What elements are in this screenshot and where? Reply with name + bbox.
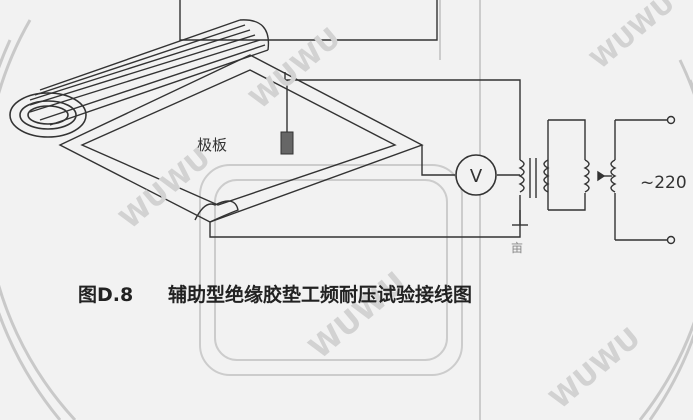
- mat-fold: [194, 200, 239, 223]
- supply-terminal-top: [666, 115, 676, 125]
- test-transformer: [518, 158, 550, 198]
- supply-label: ~220: [640, 173, 687, 193]
- electrode-label: 极板: [197, 136, 227, 154]
- electrode-plate: [280, 131, 294, 155]
- circuit-lines: [29, 0, 668, 241]
- ground-label: 亩: [511, 240, 523, 255]
- mat-roll: [9, 92, 87, 138]
- seal-stamp: [0, 19, 693, 420]
- figure-caption: 辅助型绝缘胶垫工频耐压试验接线图: [168, 283, 472, 306]
- voltmeter: [455, 154, 497, 196]
- watermark-logo: [199, 0, 481, 420]
- supply-terminal-bottom: [666, 235, 676, 245]
- figure-number: 图D.8: [78, 284, 133, 306]
- voltmeter-label: V: [470, 166, 483, 187]
- voltage-regulator: [583, 159, 617, 193]
